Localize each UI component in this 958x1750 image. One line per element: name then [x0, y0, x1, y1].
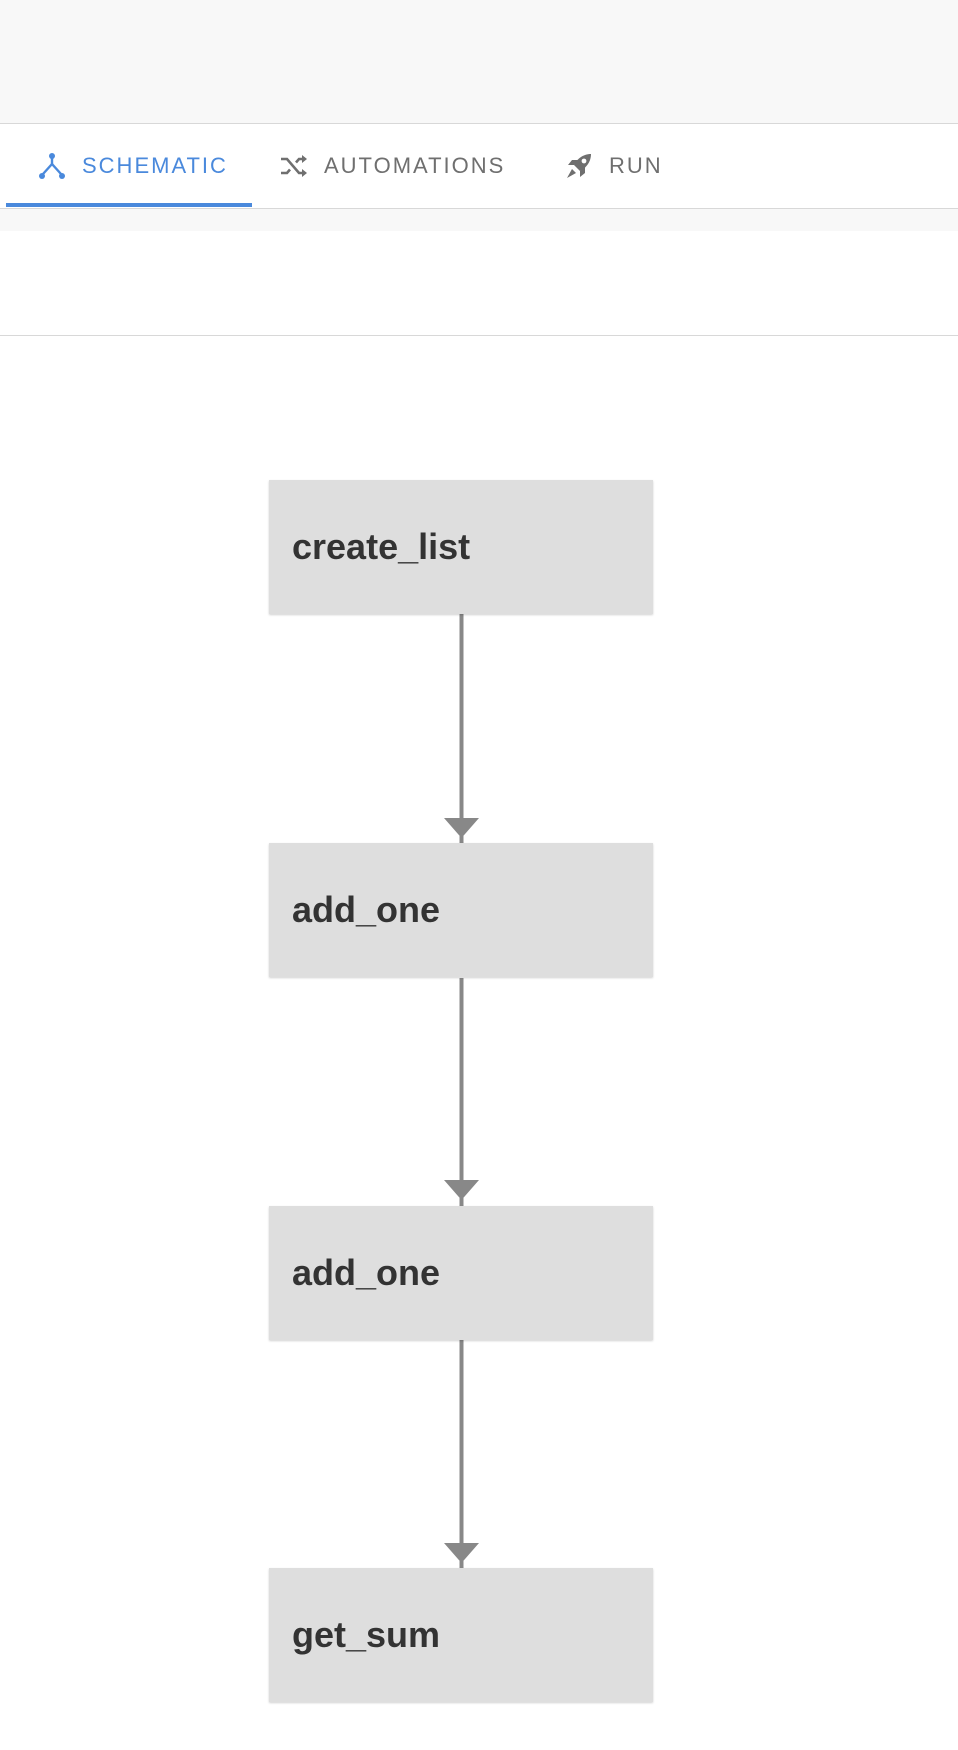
tab-bar: SCHEMATIC AUTOMATIONS RUN [0, 124, 958, 209]
schematic-icon [39, 153, 65, 179]
tab-automations-label: AUTOMATIONS [324, 153, 506, 178]
node-label: get_sum [292, 1614, 441, 1655]
active-tab-indicator [6, 203, 252, 207]
node-label: add_one [292, 889, 441, 930]
app-header [0, 0, 958, 124]
graph-node-create-list[interactable]: create_list [269, 480, 653, 614]
node-label: create_list [292, 526, 471, 567]
tab-automations[interactable]: AUTOMATIONS [278, 124, 505, 208]
graph-node-add-one[interactable]: add_one [269, 1206, 653, 1340]
shuffle-icon [281, 155, 307, 177]
rocket-icon [567, 154, 591, 178]
node-label: add_one [292, 1252, 441, 1293]
graph-node-get-sum[interactable]: get_sum [269, 1568, 653, 1702]
graph-node-add-one[interactable]: add_one [269, 843, 653, 977]
tab-schematic[interactable]: SCHEMATIC [36, 124, 228, 208]
tab-content-strip [0, 209, 958, 231]
schematic-toolbar [0, 231, 958, 336]
tab-run[interactable]: RUN [563, 124, 663, 208]
tab-run-label: RUN [609, 153, 663, 178]
tab-schematic-label: SCHEMATIC [82, 153, 228, 178]
